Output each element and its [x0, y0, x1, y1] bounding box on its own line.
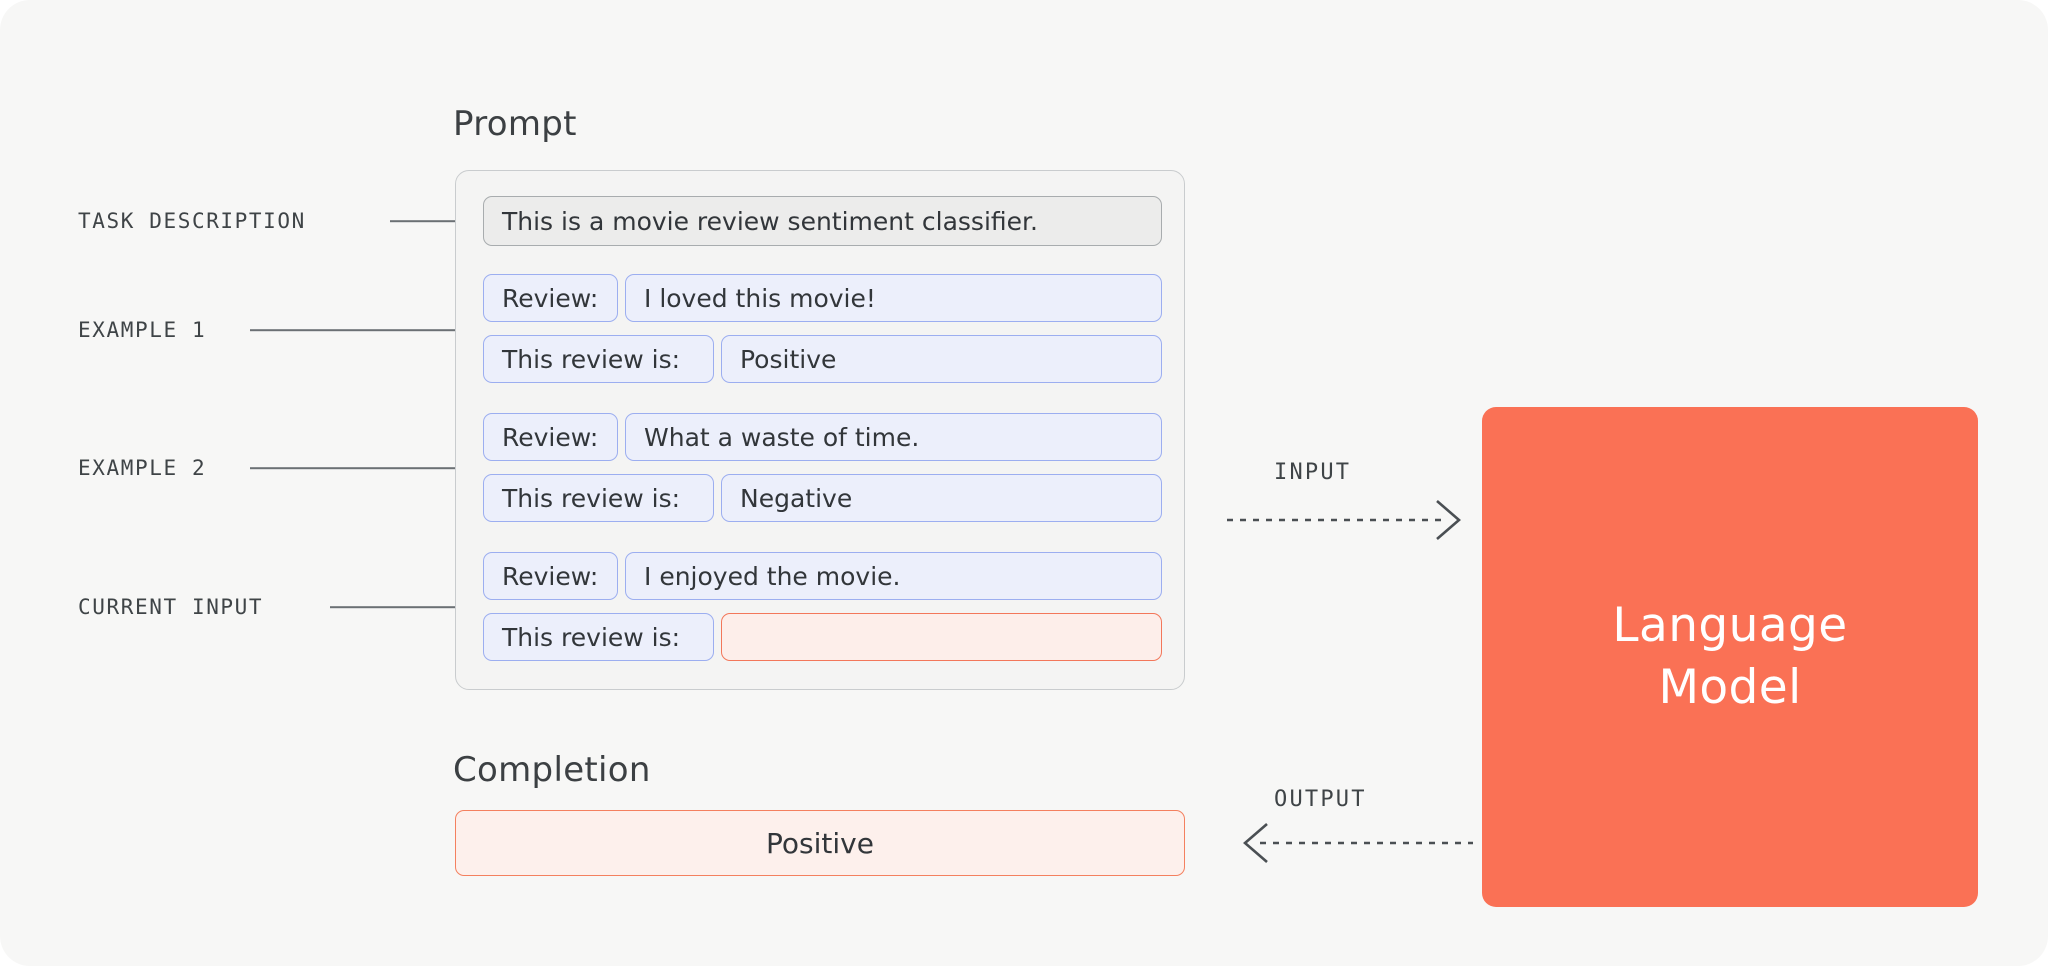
annotation-leader-line-current-input: [330, 606, 480, 608]
example-1-review-key: Review:: [483, 274, 618, 322]
example-1-review-value: I loved this movie!: [625, 274, 1162, 322]
current-input-completion-placeholder[interactable]: [721, 613, 1162, 661]
language-model-block: Language Model: [1482, 407, 1978, 907]
current-input-review-key: Review:: [483, 552, 618, 600]
example-1-label-value: Positive: [721, 335, 1162, 383]
annotation-leader-line-task-description: [390, 220, 480, 222]
input-arrow-icon: [1227, 500, 1461, 540]
current-input-label-key: This review is:: [483, 613, 714, 661]
annotation-label-task-description: TASK DESCRIPTION: [78, 209, 306, 233]
language-model-line-1: Language: [1612, 597, 1848, 653]
annotation-label-example-2: EXAMPLE 2: [78, 456, 207, 480]
example-2-label-key: This review is:: [483, 474, 714, 522]
output-arrow-icon: [1243, 823, 1473, 863]
language-model-line-2: Model: [1658, 660, 1802, 715]
current-input-review-value: I enjoyed the movie.: [625, 552, 1162, 600]
annotation-leader-line-example-1: [250, 329, 480, 331]
completion-heading: Completion: [453, 750, 651, 790]
task-description-box: This is a movie review sentiment classif…: [483, 196, 1162, 246]
example-2-review-value: What a waste of time.: [625, 413, 1162, 461]
annotation-label-example-1: EXAMPLE 1: [78, 318, 207, 342]
input-flow-label: INPUT: [1274, 460, 1352, 485]
output-flow-label: OUTPUT: [1274, 787, 1367, 812]
example-2-review-key: Review:: [483, 413, 618, 461]
example-1-label-key: This review is:: [483, 335, 714, 383]
annotation-label-current-input: CURRENT INPUT: [78, 595, 264, 619]
prompt-heading: Prompt: [453, 104, 577, 144]
example-2-label-value: Negative: [721, 474, 1162, 522]
completion-output-box: Positive: [455, 810, 1185, 876]
annotation-leader-line-example-2: [250, 467, 480, 469]
